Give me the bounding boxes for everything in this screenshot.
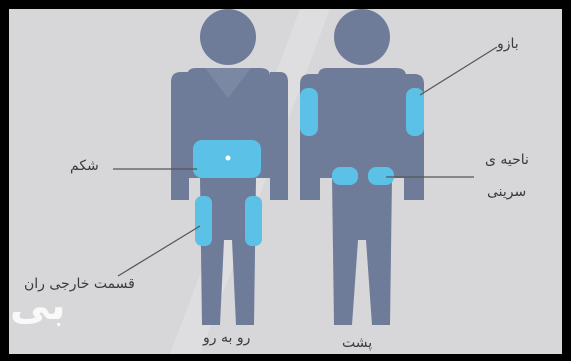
- back-left-arm-injection-area: [300, 88, 318, 136]
- front-head: [200, 9, 256, 65]
- back-head: [334, 9, 390, 65]
- buttock-label-line2: سرینی: [487, 184, 526, 200]
- right-buttock-injection-area: [368, 167, 394, 185]
- left-thigh-injection-area: [195, 196, 212, 246]
- left-buttock-injection-area: [332, 167, 358, 185]
- watermark-logo: بی: [10, 283, 66, 329]
- arm-leader-line: [420, 47, 497, 95]
- back-right-arm-injection-area: [406, 88, 424, 136]
- arm-label: بازو: [497, 36, 519, 52]
- abdomen-label: شکم: [70, 158, 99, 174]
- front-left-arm: [171, 72, 189, 200]
- navel: [226, 156, 231, 161]
- right-thigh-injection-area: [245, 196, 262, 246]
- front-caption: رو به رو: [203, 330, 250, 346]
- back-body-figure: [300, 9, 424, 325]
- front-body-figure: [171, 9, 288, 325]
- front-right-arm: [270, 72, 288, 200]
- buttock-label-line1: ناحیه ی: [485, 152, 529, 168]
- back-torso-legs: [318, 68, 406, 325]
- thigh-leader-line: [118, 226, 200, 276]
- back-caption: پشت: [342, 335, 372, 351]
